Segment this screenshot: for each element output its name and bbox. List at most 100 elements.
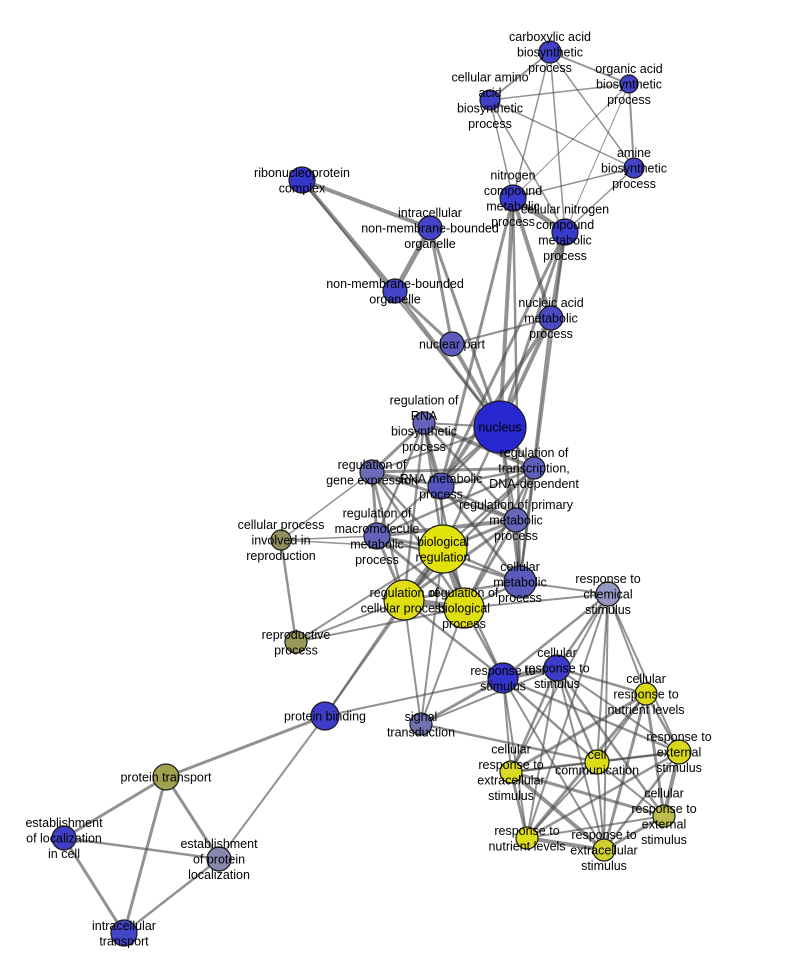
edge-org-acid--cell-nitrogen	[564, 83, 630, 233]
node-resp-stimulus[interactable]: response to stimulus	[487, 662, 519, 694]
node-amino-acid[interactable]: cellular amino acid biosynthetic process	[479, 89, 501, 111]
node-biological-regulation[interactable]: biological regulation	[418, 524, 468, 574]
edge-resp-external--resp-nutrient	[525, 750, 681, 840]
edge-cell-resp-stimulus--cell-communication	[555, 666, 599, 764]
edge-resp-chemical--resp-stimulus	[501, 592, 610, 680]
edge-amino-acid--nitrogen-compound	[489, 99, 514, 199]
edge-nucleic-acid--cellular-metabolic	[518, 316, 553, 584]
edge-org-acid--nitrogen-compound	[512, 83, 630, 199]
node-org-acid[interactable]: organic acid biosynthetic process	[619, 74, 639, 94]
node-intra-nmb-organelle[interactable]: intracellular non-membrane-bounded organ…	[417, 215, 443, 241]
edge-reg-gene-expr--reg-biological-proc	[370, 470, 466, 610]
node-resp-extracell[interactable]: response to extracellular stimulus	[592, 838, 616, 862]
node-nucleic-acid[interactable]: nucleic acid metabolic process	[538, 305, 564, 331]
edge-nucleic-acid--nuclear-part	[451, 317, 552, 345]
edge-cell-resp-nutrient--cell-communication	[596, 693, 647, 763]
node-reg-rna-biosyn[interactable]: regulation of RNA biosynthetic process	[412, 411, 436, 435]
edge-resp-chemical--cell-resp-extracell	[510, 593, 609, 773]
node-cell-resp-nutrient[interactable]: cellular response to nutrient levels	[634, 682, 658, 706]
edge-carb-acid--amino-acid	[489, 51, 551, 101]
node-reg-cellular-proc[interactable]: regulation of cellular process	[383, 579, 425, 621]
edge-protein-binding--est-protein-localization	[218, 715, 326, 860]
edge-reg-cellular-proc--signal-transduction	[403, 599, 422, 725]
edge-carb-acid--org-acid	[549, 51, 630, 85]
edge-cell-proc-reproduction--reg-macromol-met	[280, 535, 378, 541]
node-cell-resp-extracell[interactable]: cellular response to extracellular stimu…	[499, 760, 523, 784]
edge-protein-transport--intracellular-transport	[122, 775, 168, 935]
edge-cell-proc-reproduction--biological-regulation	[280, 539, 444, 550]
node-est-localization-cell[interactable]: establishment of localization in cell	[51, 825, 77, 851]
edge-reg-biological-proc--resp-chemical	[463, 593, 609, 609]
node-resp-chemical[interactable]: response to chemical stimulus	[595, 581, 621, 607]
edge-amine--nitrogen-compound	[512, 167, 635, 199]
edge-reg-rna-biosyn--reg-transcription	[422, 421, 536, 470]
edge-signal-transduction--biological-regulation	[420, 548, 444, 725]
edge-cell-nitrogen--rna-metabolic	[439, 230, 567, 488]
edge-rnp-complex--intra-nmb-organelle	[300, 178, 432, 230]
node-reproductive-proc[interactable]: reproductive process	[284, 630, 308, 654]
node-protein-transport[interactable]: protein transport	[152, 763, 180, 791]
edge-reg-rna-biosyn--reg-primary-met	[422, 421, 518, 522]
node-reg-gene-expr[interactable]: regulation of gene expression	[359, 459, 385, 485]
edge-cell-resp-extracell--cell-resp-external	[509, 770, 666, 818]
node-protein-binding[interactable]: protein binding	[310, 701, 340, 731]
node-amine[interactable]: amine biosynthetic process	[623, 157, 645, 179]
edge-reg-biological-proc--signal-transduction	[420, 607, 465, 725]
edge-resp-chemical--cell-resp-nutrient	[607, 593, 647, 695]
edge-cell-communication--resp-nutrient	[526, 761, 598, 839]
edge-resp-stimulus--cell-resp-extracell	[502, 677, 512, 773]
node-reg-transcription[interactable]: regulation of transcription, DNA-depende…	[522, 456, 546, 480]
edge-reg-rna-biosyn--reg-macromol-met	[375, 421, 426, 538]
node-nucleus[interactable]: nucleus	[473, 400, 527, 454]
node-rna-metabolic[interactable]: RNA metabolic process	[427, 472, 455, 500]
edge-resp-stimulus--resp-extracell	[502, 677, 605, 851]
node-resp-external[interactable]: response to external stimulus	[666, 739, 692, 765]
edge-resp-stimulus--resp-external	[501, 676, 681, 754]
edge-amino-acid--cell-nitrogen	[489, 99, 566, 233]
edge-amino-acid--amine	[489, 99, 635, 169]
edge-org-acid--amino-acid	[489, 83, 630, 101]
edge-cell-communication--cell-resp-external	[596, 761, 665, 817]
node-signal-transduction[interactable]: signal transduction	[409, 712, 433, 736]
edge-intra-nmb-organelle--nucleus	[428, 226, 502, 429]
node-reg-macromol-met[interactable]: regulation of macromolecule metabolic pr…	[363, 522, 391, 550]
edge-cell-resp-stimulus--cell-resp-extracell	[509, 666, 559, 774]
node-rnp-complex[interactable]: ribonucleoprotein complex	[288, 166, 316, 194]
edge-resp-stimulus--signal-transduction	[419, 676, 505, 726]
edge-reg-transcription--reg-biological-proc	[462, 466, 536, 610]
edge-cell-communication--resp-extracell	[596, 761, 605, 851]
node-nitrogen-compound[interactable]: nitrogen compound metabolic process	[499, 184, 527, 212]
edge-carb-acid--nitrogen-compound	[512, 51, 551, 199]
edge-resp-stimulus--cell-communication	[501, 676, 599, 764]
edge-resp-nutrient--resp-extracell	[525, 836, 606, 852]
node-intracellular-transport[interactable]: intracellular transport	[110, 919, 138, 947]
node-reg-primary-met[interactable]: regulation of primary metabolic process	[503, 507, 529, 533]
node-nuclear-part[interactable]: nuclear part	[439, 331, 465, 357]
edge-intra-nmb-organelle--nuclear-part	[428, 226, 454, 346]
node-cell-resp-stimulus[interactable]: cellular response to stimulus	[543, 654, 571, 682]
node-cell-nitrogen[interactable]: cellular nitrogen compound metabolic pro…	[551, 218, 579, 246]
edge-cell-resp-extracell--resp-extracell	[509, 770, 606, 852]
node-cellular-metabolic[interactable]: cellular metabolic process	[503, 565, 537, 599]
node-resp-nutrient[interactable]: response to nutrient levels	[515, 826, 539, 850]
edge-carb-acid--cell-nitrogen	[549, 51, 566, 233]
node-reg-biological-proc[interactable]: regulation of biological process	[443, 587, 485, 629]
node-cell-proc-reproduction[interactable]: cellular process involved in reproductio…	[270, 529, 292, 551]
node-cell-resp-external[interactable]: cellular response to external stimulus	[652, 804, 676, 828]
node-nmb-organelle[interactable]: non-membrane-bounded organelle	[382, 278, 408, 304]
node-est-protein-localization[interactable]: establishment of protein localization	[206, 846, 232, 872]
node-carb-acid[interactable]: carboxylic acid biosynthetic process	[538, 40, 562, 64]
edge-cell-resp-stimulus--cell-resp-nutrient	[555, 666, 648, 696]
node-cell-communication[interactable]: cell communication	[584, 749, 610, 775]
edge-resp-chemical--cell-resp-stimulus	[555, 592, 610, 670]
edge-cell-communication--signal-transduction	[419, 722, 599, 764]
edge-cell-proc-reproduction--reproductive-proc	[279, 538, 298, 644]
edge-protein-binding--reg-cellular-proc	[324, 599, 405, 717]
edge-resp-stimulus--resp-nutrient	[502, 677, 528, 839]
edge-cell-proc-reproduction--reg-gene-expr	[280, 471, 373, 541]
edge-nitrogen-compound--nucleus	[498, 196, 515, 429]
edge-org-acid--amine	[628, 83, 635, 169]
